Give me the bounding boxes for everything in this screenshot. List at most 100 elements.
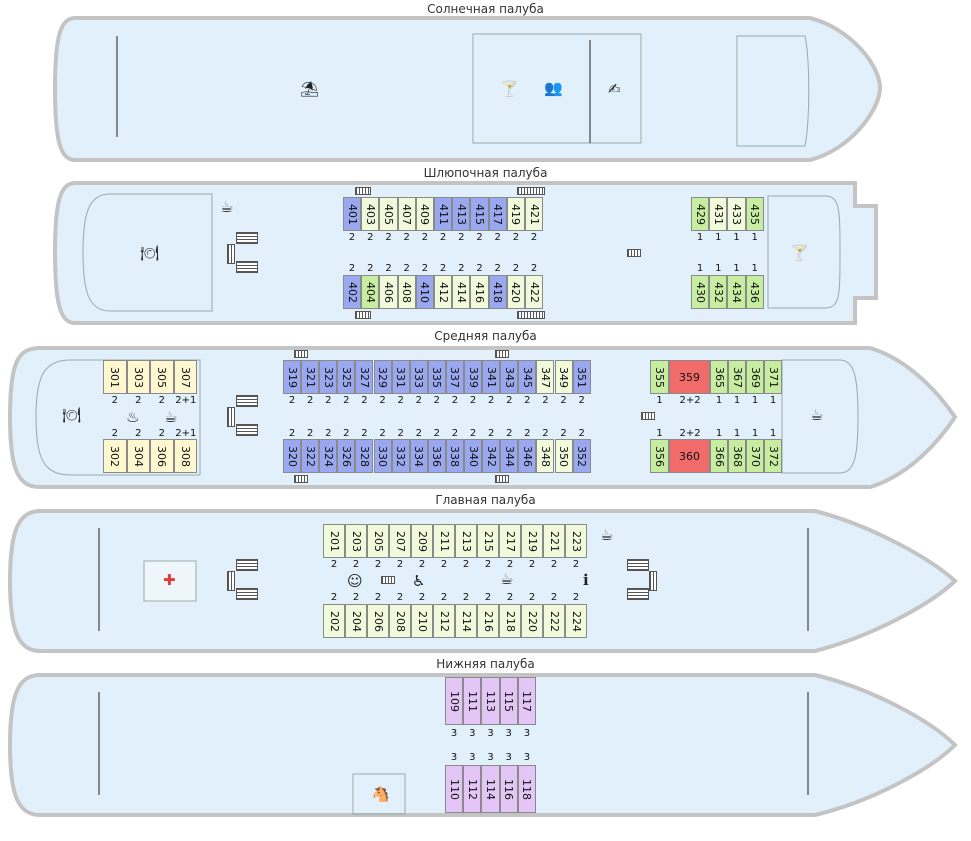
cabin-220[interactable]: 220: [521, 604, 543, 638]
cabin-372[interactable]: 372: [764, 439, 782, 473]
cabin-414[interactable]: 414: [452, 275, 471, 309]
cabin-368[interactable]: 368: [728, 439, 746, 473]
cabin-419[interactable]: 419: [506, 197, 525, 231]
cabin-217[interactable]: 217: [499, 524, 521, 558]
cabin-435[interactable]: 435: [745, 197, 764, 231]
cabin-222[interactable]: 222: [543, 604, 565, 638]
cabin-324[interactable]: 324: [319, 439, 338, 473]
cabin-202[interactable]: 202: [323, 604, 345, 638]
cabin-323[interactable]: 323: [319, 360, 338, 394]
cabin-336[interactable]: 336: [427, 439, 446, 473]
cabin-371[interactable]: 371: [764, 360, 782, 394]
cabin-214[interactable]: 214: [455, 604, 477, 638]
cabin-401[interactable]: 401: [343, 197, 362, 231]
cabin-328[interactable]: 328: [355, 439, 374, 473]
cabin-356[interactable]: 356: [650, 439, 669, 473]
cabin-330[interactable]: 330: [373, 439, 392, 473]
cabin-211[interactable]: 211: [433, 524, 455, 558]
cabin-221[interactable]: 221: [543, 524, 565, 558]
cabin-420[interactable]: 420: [506, 275, 525, 309]
cabin-359[interactable]: 359: [669, 360, 710, 394]
cabin-208[interactable]: 208: [389, 604, 411, 638]
cabin-204[interactable]: 204: [345, 604, 367, 638]
cabin-224[interactable]: 224: [565, 604, 587, 638]
cabin-110[interactable]: 110: [445, 765, 464, 813]
cabin-339[interactable]: 339: [464, 360, 483, 394]
cabin-408[interactable]: 408: [397, 275, 416, 309]
cabin-319[interactable]: 319: [283, 360, 302, 394]
cabin-303[interactable]: 303: [126, 360, 150, 394]
cabin-327[interactable]: 327: [355, 360, 374, 394]
cabin-369[interactable]: 369: [746, 360, 764, 394]
cabin-207[interactable]: 207: [389, 524, 411, 558]
cabin-429[interactable]: 429: [691, 197, 710, 231]
cabin-320[interactable]: 320: [283, 439, 302, 473]
cabin-360[interactable]: 360: [669, 439, 710, 473]
cabin-348[interactable]: 348: [536, 439, 555, 473]
cabin-223[interactable]: 223: [565, 524, 587, 558]
cabin-432[interactable]: 432: [709, 275, 728, 309]
cabin-412[interactable]: 412: [434, 275, 453, 309]
cabin-367[interactable]: 367: [728, 360, 746, 394]
cabin-337[interactable]: 337: [445, 360, 464, 394]
cabin-118[interactable]: 118: [517, 765, 536, 813]
cabin-342[interactable]: 342: [482, 439, 501, 473]
cabin-307[interactable]: 307: [173, 360, 197, 394]
cabin-205[interactable]: 205: [367, 524, 389, 558]
cabin-213[interactable]: 213: [455, 524, 477, 558]
cabin-403[interactable]: 403: [361, 197, 380, 231]
cabin-409[interactable]: 409: [415, 197, 434, 231]
cabin-340[interactable]: 340: [464, 439, 483, 473]
cabin-117[interactable]: 117: [517, 677, 536, 725]
cabin-326[interactable]: 326: [337, 439, 356, 473]
cabin-321[interactable]: 321: [301, 360, 320, 394]
cabin-216[interactable]: 216: [477, 604, 499, 638]
cabin-431[interactable]: 431: [709, 197, 728, 231]
cabin-329[interactable]: 329: [373, 360, 392, 394]
cabin-416[interactable]: 416: [470, 275, 489, 309]
cabin-345[interactable]: 345: [518, 360, 537, 394]
cabin-346[interactable]: 346: [518, 439, 537, 473]
cabin-219[interactable]: 219: [521, 524, 543, 558]
cabin-351[interactable]: 351: [572, 360, 591, 394]
cabin-343[interactable]: 343: [500, 360, 519, 394]
cabin-433[interactable]: 433: [727, 197, 746, 231]
cabin-418[interactable]: 418: [488, 275, 507, 309]
cabin-422[interactable]: 422: [525, 275, 544, 309]
cabin-109[interactable]: 109: [445, 677, 464, 725]
cabin-218[interactable]: 218: [499, 604, 521, 638]
cabin-402[interactable]: 402: [343, 275, 362, 309]
cabin-306[interactable]: 306: [150, 439, 174, 473]
cabin-411[interactable]: 411: [434, 197, 453, 231]
cabin-410[interactable]: 410: [415, 275, 434, 309]
cabin-436[interactable]: 436: [745, 275, 764, 309]
cabin-338[interactable]: 338: [445, 439, 464, 473]
cabin-335[interactable]: 335: [427, 360, 446, 394]
cabin-212[interactable]: 212: [433, 604, 455, 638]
cabin-352[interactable]: 352: [572, 439, 591, 473]
cabin-113[interactable]: 113: [481, 677, 500, 725]
cabin-304[interactable]: 304: [126, 439, 150, 473]
cabin-331[interactable]: 331: [391, 360, 410, 394]
cabin-302[interactable]: 302: [103, 439, 127, 473]
cabin-111[interactable]: 111: [463, 677, 482, 725]
cabin-308[interactable]: 308: [173, 439, 197, 473]
cabin-417[interactable]: 417: [488, 197, 507, 231]
cabin-344[interactable]: 344: [500, 439, 519, 473]
cabin-350[interactable]: 350: [554, 439, 573, 473]
cabin-114[interactable]: 114: [481, 765, 500, 813]
cabin-347[interactable]: 347: [536, 360, 555, 394]
cabin-415[interactable]: 415: [470, 197, 489, 231]
cabin-370[interactable]: 370: [746, 439, 764, 473]
cabin-332[interactable]: 332: [391, 439, 410, 473]
cabin-341[interactable]: 341: [482, 360, 501, 394]
cabin-115[interactable]: 115: [499, 677, 518, 725]
cabin-430[interactable]: 430: [691, 275, 710, 309]
cabin-334[interactable]: 334: [409, 439, 428, 473]
cabin-116[interactable]: 116: [499, 765, 518, 813]
cabin-365[interactable]: 365: [710, 360, 728, 394]
cabin-215[interactable]: 215: [477, 524, 499, 558]
cabin-209[interactable]: 209: [411, 524, 433, 558]
cabin-325[interactable]: 325: [337, 360, 356, 394]
cabin-407[interactable]: 407: [397, 197, 416, 231]
